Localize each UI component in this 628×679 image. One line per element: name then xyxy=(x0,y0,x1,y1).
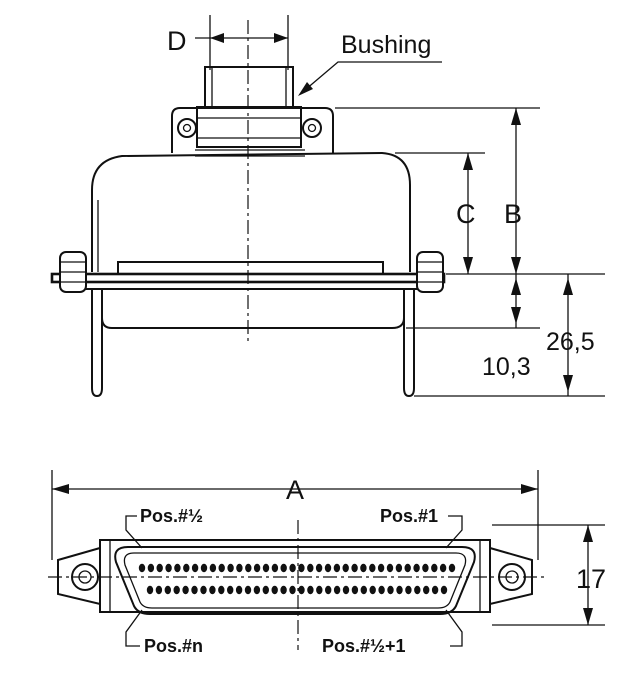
contact-pin xyxy=(165,563,172,573)
contact-pin xyxy=(191,585,198,595)
side-view: D Bushing xyxy=(50,15,605,398)
contact-pin xyxy=(183,563,190,573)
front-view: A Pos.#½ Pos.#1 xyxy=(48,470,606,656)
dim-label-c: C xyxy=(456,199,476,229)
contact-pin xyxy=(440,585,448,595)
contact-insert xyxy=(114,546,476,615)
contact-pin xyxy=(209,585,216,595)
mounting-flange xyxy=(171,107,334,157)
contact-pin xyxy=(173,585,180,595)
contact-pin xyxy=(209,563,217,573)
contact-pin xyxy=(191,563,199,573)
latches xyxy=(91,290,415,398)
dim-label-26-5: 26,5 xyxy=(546,328,595,356)
contact-pin xyxy=(298,563,305,573)
contact-pin xyxy=(182,585,189,595)
contact-pin xyxy=(431,563,438,573)
hood xyxy=(91,151,411,272)
pos-half-plus-1-label: Pos.#½+1 xyxy=(322,636,406,656)
contact-rows xyxy=(138,563,456,595)
contact-pin xyxy=(298,585,305,595)
contact-pin xyxy=(218,563,225,573)
contact-pin xyxy=(307,585,314,595)
dim-label-a: A xyxy=(286,475,304,505)
contact-pin xyxy=(333,563,341,573)
bushing-label: Bushing xyxy=(341,31,431,59)
contact-pin xyxy=(146,585,154,595)
contact-pin xyxy=(360,585,367,595)
contact-pin xyxy=(200,563,208,573)
contact-pin xyxy=(351,563,358,573)
contact-pin xyxy=(245,563,252,573)
contact-pin xyxy=(280,563,287,573)
contact-pin xyxy=(280,585,287,595)
contact-pin xyxy=(289,585,296,595)
bushing-callout: Bushing xyxy=(298,31,442,96)
dimension-a: A xyxy=(51,470,539,560)
contact-pin xyxy=(174,563,181,573)
contact-pin xyxy=(262,585,269,595)
contact-pin xyxy=(413,563,420,573)
contact-pin xyxy=(423,585,430,595)
contact-pin xyxy=(236,563,243,573)
dim-label-10-3: 10,3 xyxy=(482,353,531,381)
contact-pin xyxy=(448,563,456,573)
side-screws xyxy=(59,251,444,293)
contact-pin xyxy=(138,563,146,573)
contact-pin xyxy=(351,585,359,595)
dim-label-17: 17 xyxy=(576,564,606,594)
contact-pin xyxy=(414,585,421,595)
contact-pin xyxy=(155,585,163,595)
dimension-10-3-26-5: 10,3 26,5 xyxy=(406,274,605,397)
contact-pin xyxy=(289,563,296,573)
contact-pin xyxy=(307,563,314,573)
contact-pin xyxy=(333,585,341,595)
contact-pin xyxy=(324,563,332,573)
contact-pin xyxy=(422,563,429,573)
pos-1-label: Pos.#1 xyxy=(380,506,438,526)
dim-label-b: B xyxy=(504,199,522,229)
dimension-c-b: C B xyxy=(335,107,605,275)
contact-pin xyxy=(325,585,332,595)
pos-half-label: Pos.#½ xyxy=(140,506,203,526)
contact-pin xyxy=(360,563,367,573)
contact-pin xyxy=(377,563,385,573)
contact-pin xyxy=(395,563,403,573)
contact-pin xyxy=(405,585,412,595)
contact-pin xyxy=(227,563,234,573)
contact-pin xyxy=(147,563,155,573)
contact-pin xyxy=(200,585,207,595)
contact-pin xyxy=(404,563,411,573)
dimension-17: 17 xyxy=(492,524,606,626)
contact-pin xyxy=(342,563,349,573)
contact-pin xyxy=(156,563,163,573)
contact-pin xyxy=(378,585,385,595)
contact-pin xyxy=(431,585,439,595)
contact-pin xyxy=(262,563,270,573)
contact-pin xyxy=(218,585,225,595)
contact-pin xyxy=(235,585,243,595)
contact-pin xyxy=(387,585,394,595)
contact-pin xyxy=(386,563,394,573)
contact-pin xyxy=(369,585,376,595)
contact-pin xyxy=(315,563,323,573)
position-labels: Pos.#½ Pos.#1 Pos.#n Pos.#½+1 xyxy=(125,506,463,656)
contact-pin xyxy=(271,585,278,595)
front-shell xyxy=(57,539,533,613)
dimension-d: D xyxy=(167,15,289,70)
contact-pin xyxy=(439,563,447,573)
pos-n-label: Pos.#n xyxy=(144,636,203,656)
contact-pin xyxy=(253,563,261,573)
contact-pin xyxy=(396,585,403,595)
contact-pin xyxy=(164,585,171,595)
contact-pin xyxy=(253,585,261,595)
contact-pin xyxy=(227,585,234,595)
contact-pin xyxy=(271,563,279,573)
contact-pin xyxy=(316,585,323,595)
contact-pin xyxy=(244,585,252,595)
dim-label-d: D xyxy=(167,26,187,56)
contact-pin xyxy=(369,563,376,573)
contact-pin xyxy=(342,585,350,595)
